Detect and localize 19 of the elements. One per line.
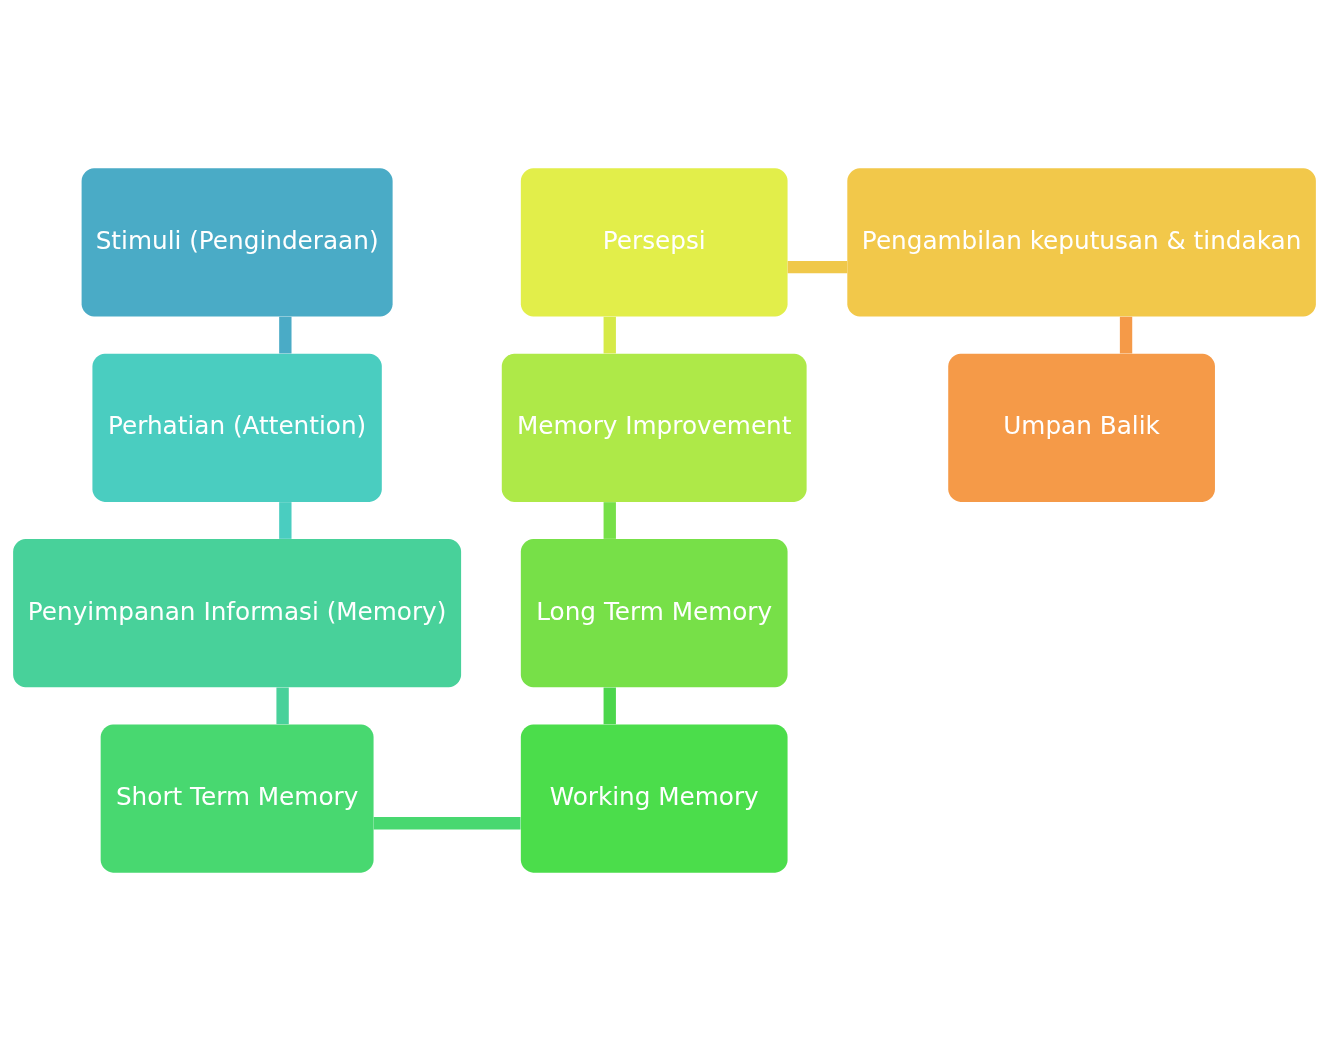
connector xyxy=(603,502,616,539)
node-box: Long Term Memory xyxy=(520,539,788,688)
connector xyxy=(278,502,291,539)
node-box: Umpan Balik xyxy=(947,353,1215,502)
node-box: Pengambilan keputusan & tindakan xyxy=(846,168,1316,317)
connector xyxy=(603,316,616,354)
node-box: Perhatian (Attention) xyxy=(91,353,382,502)
connector xyxy=(787,261,847,274)
node-box: Persepsi xyxy=(520,168,788,317)
connector xyxy=(373,817,521,830)
connector xyxy=(603,687,616,725)
node-box: Short Term Memory xyxy=(100,724,374,873)
node-box: Stimuli (Penginderaan) xyxy=(81,168,393,317)
node-box: Memory Improvement xyxy=(501,353,807,502)
connector xyxy=(1119,316,1132,354)
connector xyxy=(275,687,289,725)
node-box: Working Memory xyxy=(520,724,788,873)
connector xyxy=(278,316,291,354)
node-box: Penyimpanan Informasi (Memory) xyxy=(12,539,461,688)
